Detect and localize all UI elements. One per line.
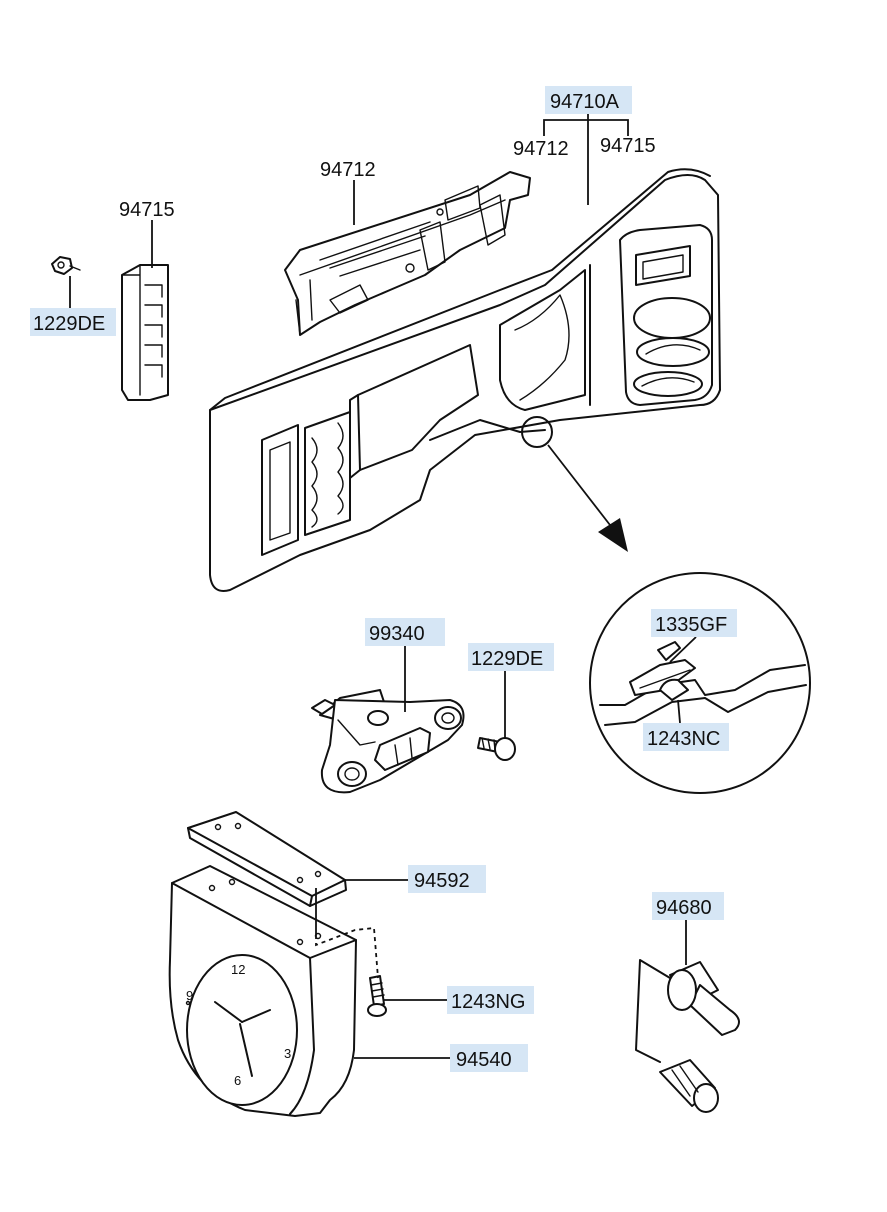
clock-drawing: 12 3 6 9 xyxy=(168,865,357,1117)
label-99340[interactable]: 99340 xyxy=(369,623,425,645)
clock-number-12: 12 xyxy=(231,962,245,977)
instrument-panel-drawing xyxy=(209,168,721,592)
screw-switch-drawing xyxy=(477,737,516,761)
label-1243NG[interactable]: 1243NG xyxy=(451,991,526,1013)
label-highlight-1229DE-switch xyxy=(468,643,554,671)
label-1335GF[interactable]: 1335GF xyxy=(655,614,727,636)
label-94592[interactable]: 94592 xyxy=(414,870,470,892)
leader-lines xyxy=(69,112,697,1059)
label-1243NC[interactable]: 1243NC xyxy=(647,728,720,750)
screw-clock-drawing xyxy=(367,975,387,1017)
label-highlight-94710A xyxy=(545,86,632,114)
label-highlight-94680 xyxy=(652,892,724,920)
label-highlight-1243NG xyxy=(447,986,534,1014)
clock-number-9: 9 xyxy=(186,988,193,1003)
label-1229DE-switch[interactable]: 1229DE xyxy=(471,648,543,670)
label-94680[interactable]: 94680 xyxy=(656,897,712,919)
screw-left-drawing xyxy=(51,256,81,275)
label-94715-sub[interactable]: 94715 xyxy=(600,135,656,157)
label-94710A[interactable]: 94710A xyxy=(550,91,620,113)
label-highlight-94540 xyxy=(450,1044,528,1072)
switch-drawing xyxy=(311,689,465,794)
detail-view-drawing xyxy=(589,572,811,794)
clock-number-6: 6 xyxy=(234,1073,241,1088)
clock-number-3: 3 xyxy=(284,1046,291,1061)
label-highlight-1243NC xyxy=(643,723,729,751)
switch-panel-drawing xyxy=(121,264,169,401)
bulb-socket-drawing xyxy=(635,959,740,1113)
cluster-housing-drawing xyxy=(284,171,531,336)
label-highlight-94592 xyxy=(408,865,486,893)
label-94712-sub[interactable]: 94712 xyxy=(513,138,569,160)
label-94540[interactable]: 94540 xyxy=(456,1049,512,1071)
label-highlight-1335GF xyxy=(651,609,737,637)
label-94712[interactable]: 94712 xyxy=(320,159,376,181)
label-1229DE-left[interactable]: 1229DE xyxy=(33,313,105,335)
label-highlight-99340 xyxy=(365,618,445,646)
label-94715[interactable]: 94715 xyxy=(119,199,175,221)
label-highlight-1229DE-left xyxy=(30,308,116,336)
